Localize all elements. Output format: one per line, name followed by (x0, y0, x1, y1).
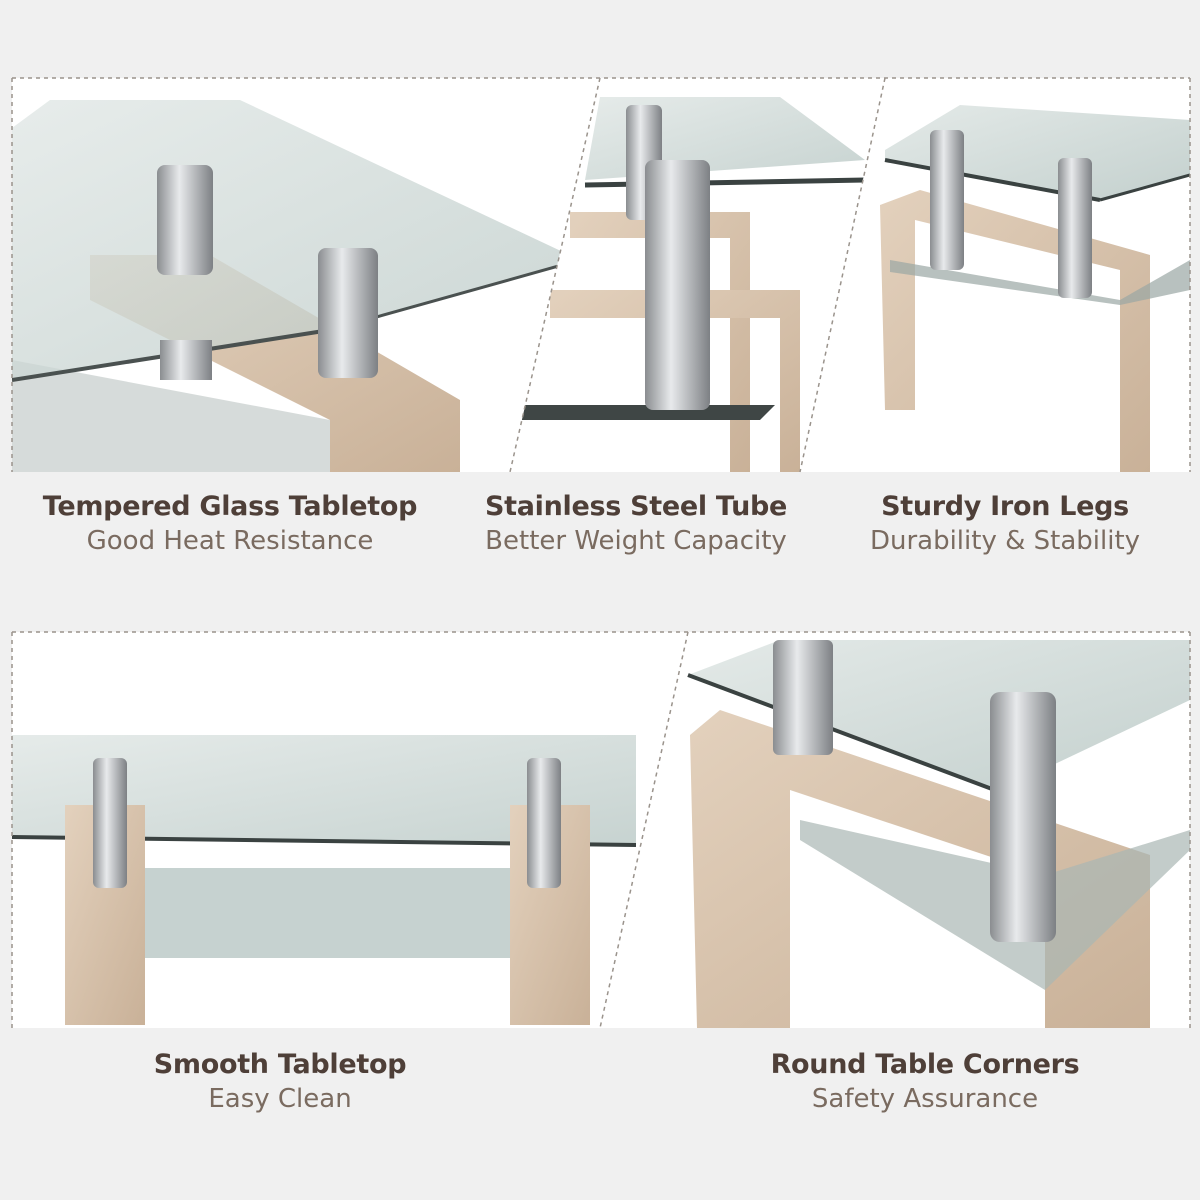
feature-subtitle: Safety Assurance (811, 1084, 1039, 1114)
feature-subtitle: Durability & Stability (869, 526, 1141, 556)
feature-title: Sturdy Iron Legs (881, 491, 1129, 522)
photo-round-corners (600, 632, 1190, 1028)
photo-tempered-glass (12, 78, 600, 472)
feature-subtitle: Good Heat Resistance (86, 526, 374, 556)
feature-caption-5: Round Table Corners Safety Assurance (735, 1048, 1115, 1116)
feature-subtitle: Better Weight Capacity (485, 526, 787, 556)
feature-caption-1: Tempered Glass Tabletop Good Heat Resist… (20, 490, 440, 558)
feature-title: Smooth Tabletop (153, 1049, 407, 1080)
feature-title: Round Table Corners (770, 1049, 1080, 1080)
feature-caption-2: Stainless Steel Tube Better Weight Capac… (456, 490, 816, 558)
feature-caption-3: Sturdy Iron Legs Durability & Stability (840, 490, 1170, 558)
photo-smooth-tabletop (12, 632, 688, 1028)
feature-caption-4: Smooth Tabletop Easy Clean (100, 1048, 460, 1116)
dashed-dividers (11, 77, 1191, 1029)
feature-subtitle: Easy Clean (208, 1084, 352, 1114)
feature-title: Tempered Glass Tabletop (42, 491, 418, 522)
feature-title: Stainless Steel Tube (484, 491, 788, 522)
